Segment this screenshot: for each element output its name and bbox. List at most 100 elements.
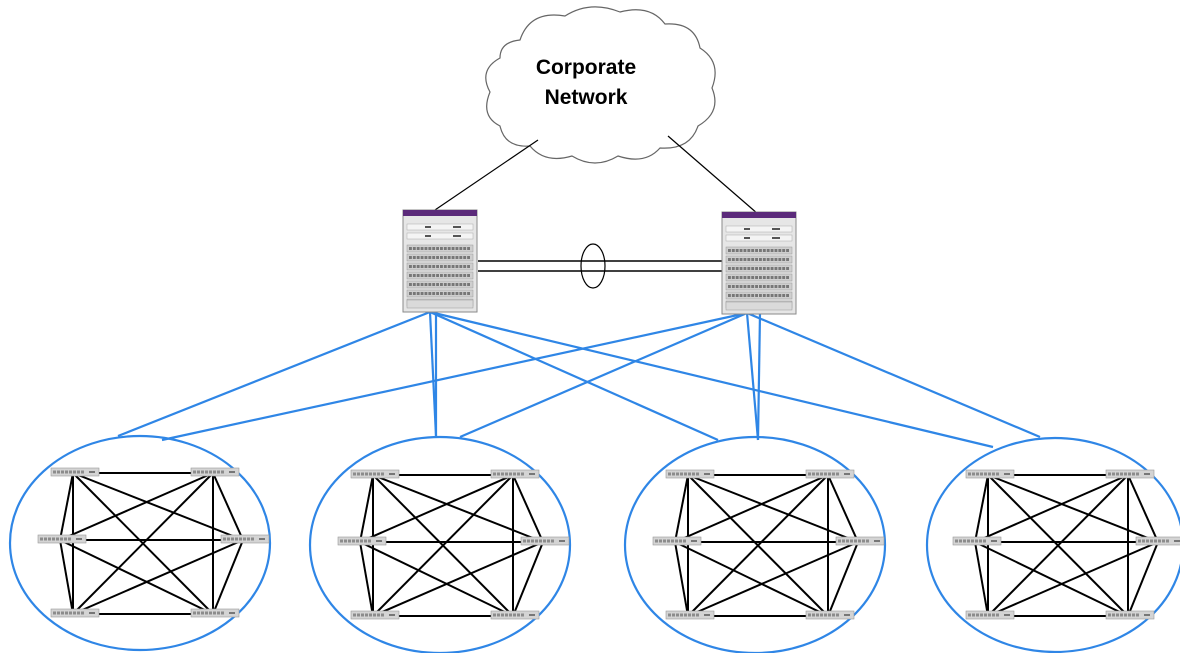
port (731, 267, 735, 270)
switch-port (671, 539, 674, 543)
port (755, 285, 758, 288)
port (755, 276, 758, 279)
switch-port (692, 613, 695, 617)
port (747, 294, 751, 297)
port (755, 294, 758, 297)
switch-port (373, 613, 376, 617)
switch-port (64, 537, 67, 541)
switch-port (497, 613, 500, 617)
port (428, 274, 432, 277)
switch-port (967, 539, 970, 543)
port (409, 292, 412, 295)
port (728, 258, 731, 261)
cloud-link-right (667, 135, 759, 215)
port (770, 294, 774, 297)
stackable-switch-icon (350, 610, 400, 620)
switch-led (376, 540, 382, 542)
switch-led (991, 540, 997, 542)
port (455, 256, 459, 259)
switch-port (655, 539, 658, 543)
switch-port (493, 472, 496, 476)
switch-port (1112, 472, 1115, 476)
switch-port (1142, 539, 1145, 543)
switch-port (979, 539, 982, 543)
switch-port (523, 539, 526, 543)
port (428, 256, 432, 259)
port (739, 276, 743, 279)
port (762, 285, 766, 288)
switch-port (976, 472, 979, 476)
mesh-link (674, 541, 689, 617)
switch-port (858, 539, 861, 543)
port (412, 256, 416, 259)
switch-port (213, 470, 216, 474)
switch-port (1108, 613, 1111, 617)
module-led (453, 226, 461, 228)
mesh-link (212, 472, 244, 541)
port (440, 274, 443, 277)
core-switch-right (721, 211, 797, 315)
switch-port (40, 537, 43, 541)
port (782, 249, 786, 252)
mesh-link (72, 472, 244, 541)
port (778, 276, 782, 279)
uplink-line (459, 311, 748, 439)
switch-led (1004, 614, 1010, 616)
mesh-link (687, 474, 829, 617)
switch-port (369, 613, 372, 617)
management-module (406, 232, 474, 240)
switch-port (1108, 472, 1111, 476)
stackable-switch-icon (337, 536, 387, 546)
stackable-switch-icon (190, 608, 240, 618)
switch-port (551, 539, 554, 543)
module-led (453, 235, 461, 237)
port (755, 267, 758, 270)
port (432, 274, 436, 277)
port (459, 247, 463, 250)
port (747, 285, 751, 288)
switch-port (205, 470, 208, 474)
switch-port (56, 537, 59, 541)
port (735, 294, 739, 297)
mesh-link (59, 539, 214, 615)
port (739, 258, 743, 261)
switch-port (505, 472, 508, 476)
mesh-link (59, 539, 74, 615)
mesh-cluster-3 (623, 435, 887, 653)
switch-port (65, 611, 68, 615)
switch-port (68, 537, 71, 541)
link-aggregation-ellipse-icon (580, 243, 606, 289)
mesh-link (674, 474, 689, 543)
port (467, 256, 470, 259)
port (743, 285, 747, 288)
switch-led (1144, 473, 1150, 475)
switch-port (509, 472, 512, 476)
port (774, 258, 778, 261)
stackable-switch-icon (50, 608, 100, 618)
cloud-label-line1: Corporate (536, 56, 636, 79)
port (735, 285, 739, 288)
switch-port (696, 472, 699, 476)
port (463, 274, 467, 277)
mesh-link (987, 541, 1159, 617)
switch-port (361, 472, 364, 476)
port (412, 283, 416, 286)
cluster-outline (925, 436, 1180, 653)
port (759, 285, 762, 288)
port (432, 265, 436, 268)
switch-port (81, 611, 84, 615)
switch-port (1116, 472, 1119, 476)
port (778, 294, 782, 297)
stackable-switch-icon (1135, 536, 1180, 546)
port (440, 265, 443, 268)
module-led (744, 237, 750, 239)
stackable-switch-icon (805, 469, 855, 479)
switch-port (217, 470, 220, 474)
port (743, 294, 747, 297)
switch-port (688, 613, 691, 617)
module-led (425, 226, 431, 228)
mesh-link (359, 541, 374, 617)
switch-port (53, 470, 56, 474)
port (420, 247, 424, 250)
